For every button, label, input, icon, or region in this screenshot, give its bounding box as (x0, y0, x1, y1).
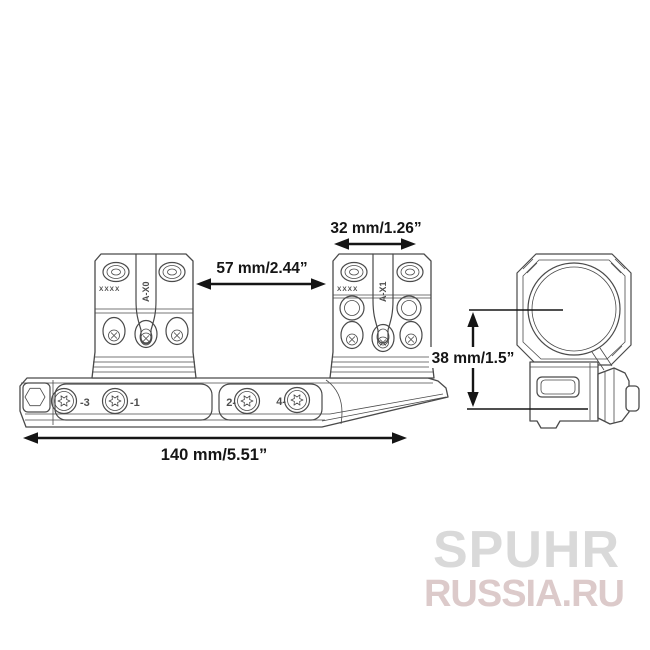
watermark: SPUHR RUSSIA.RU (424, 521, 625, 615)
right-ring-code: A-X1 (378, 281, 388, 302)
mount-base: -3 -1 2- 4- (19, 377, 449, 428)
dimension-center-height: 38 mm/1.5” (429, 309, 588, 410)
screw-label-3: 2- (226, 397, 236, 409)
watermark-line2: RUSSIA.RU (424, 573, 624, 615)
screw-panel-left (54, 383, 213, 421)
screw-label-2: -1 (130, 397, 140, 409)
watermark-line1: SPUHR (433, 521, 620, 579)
end-view (516, 253, 640, 429)
left-ring-code: A-X0 (141, 281, 151, 302)
clamp-nut (597, 367, 640, 425)
dimension-140mm-label: 140 mm/5.51” (161, 446, 267, 464)
screw-label-1: -3 (80, 397, 90, 409)
screw-panel-right (218, 383, 323, 421)
left-ring-clamp: XXXX A-X0 (91, 253, 197, 379)
dimension-ring-cap-width: 32 mm/1.26” (330, 220, 422, 250)
hex-bolt (22, 382, 51, 413)
right-ring-serial: XXXX (337, 286, 358, 293)
screw-label-4: 4- (276, 396, 286, 408)
clamp-assembly (529, 347, 640, 429)
dimension-38mm-label: 38 mm/1.5” (432, 350, 515, 367)
dimension-ring-spacing: 57 mm/2.44” (196, 260, 326, 290)
left-ring-serial: XXXX (99, 286, 120, 293)
dimension-32mm-label: 32 mm/1.26” (330, 220, 421, 237)
clamp-body (529, 361, 599, 429)
right-ring-clamp: XXXX A-X1 (329, 253, 435, 379)
dimension-57mm-label: 57 mm/2.44” (216, 260, 307, 277)
side-view: -3 -1 2- 4- XXXX A-X0 (19, 253, 449, 428)
dimension-overall-length: 140 mm/5.51” (23, 432, 407, 464)
